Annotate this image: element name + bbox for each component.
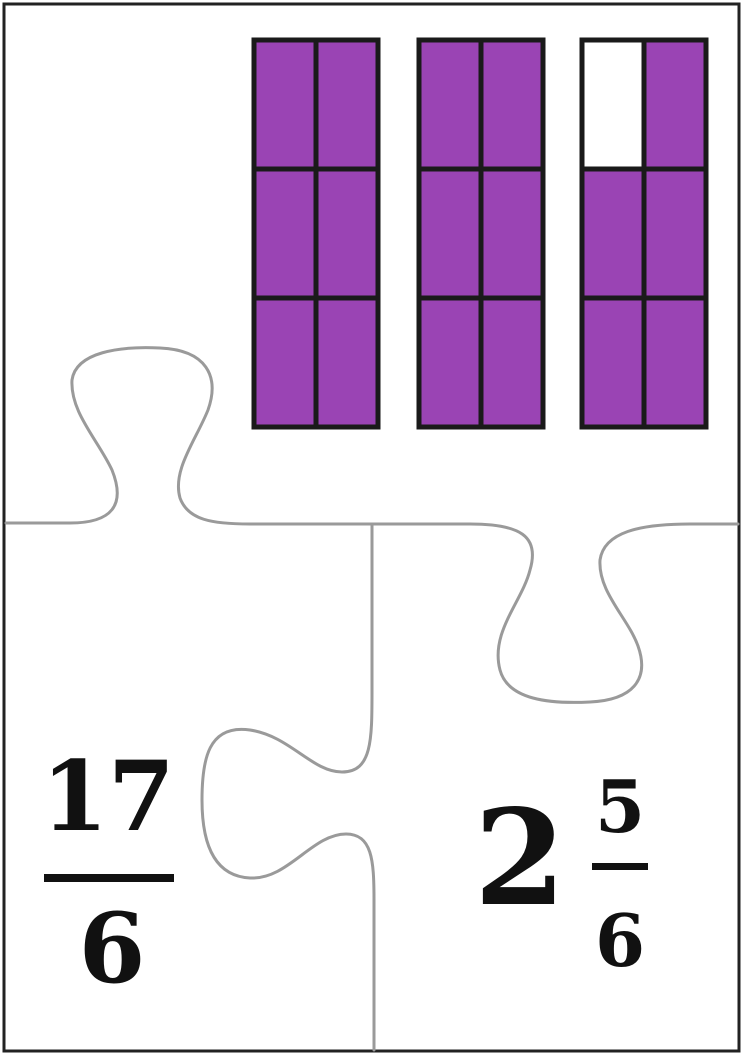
improper-fraction: 17 6	[41, 740, 175, 1005]
shaded-cell-bar1-r1-c2	[313, 37, 381, 172]
shaded-cell-bar2-r3-c1	[416, 295, 484, 430]
fraction-bar-3	[579, 37, 709, 430]
shaded-cell-bar3-r2-c1	[579, 166, 647, 301]
puzzle-edge-top-right	[370, 522, 740, 704]
puzzle-edge-vertical	[200, 522, 376, 1052]
shaded-cell-bar2-r1-c2	[478, 37, 546, 172]
fraction-bar-1	[251, 37, 381, 430]
puzzle-edge-top-left	[4, 346, 374, 526]
shaded-cell-bar2-r2-c2	[478, 166, 546, 301]
mixed-numerator: 5	[595, 764, 645, 849]
shaded-cell-bar1-r3-c1	[251, 295, 319, 430]
mixed-denominator: 6	[595, 898, 645, 983]
shaded-cell-bar2-r2-c1	[416, 166, 484, 301]
shaded-cell-bar1-r2-c1	[251, 166, 319, 301]
fraction-bar-2	[416, 37, 546, 430]
mixed-number: 2 5 6	[474, 764, 648, 983]
shaded-cell-bar1-r3-c2	[313, 295, 381, 430]
fraction-bars	[251, 37, 709, 430]
improper-numerator: 17	[41, 740, 175, 853]
shaded-cell-bar2-r3-c2	[478, 295, 546, 430]
unshaded-cell-bar3-r1-c1	[579, 37, 647, 172]
shaded-cell-bar3-r3-c2	[641, 295, 709, 430]
improper-denominator: 6	[79, 892, 146, 1005]
shaded-cell-bar2-r1-c1	[416, 37, 484, 172]
puzzle-cut-lines	[4, 346, 740, 1052]
shaded-cell-bar1-r2-c2	[313, 166, 381, 301]
improper-fraction-bar	[44, 874, 174, 882]
shaded-cell-bar1-r1-c1	[251, 37, 319, 172]
shaded-cell-bar3-r3-c1	[579, 295, 647, 430]
shaded-cell-bar3-r1-c2	[641, 37, 709, 172]
shaded-cell-bar3-r2-c2	[641, 166, 709, 301]
mixed-whole: 2	[474, 781, 566, 936]
mixed-fraction-bar	[592, 863, 648, 870]
